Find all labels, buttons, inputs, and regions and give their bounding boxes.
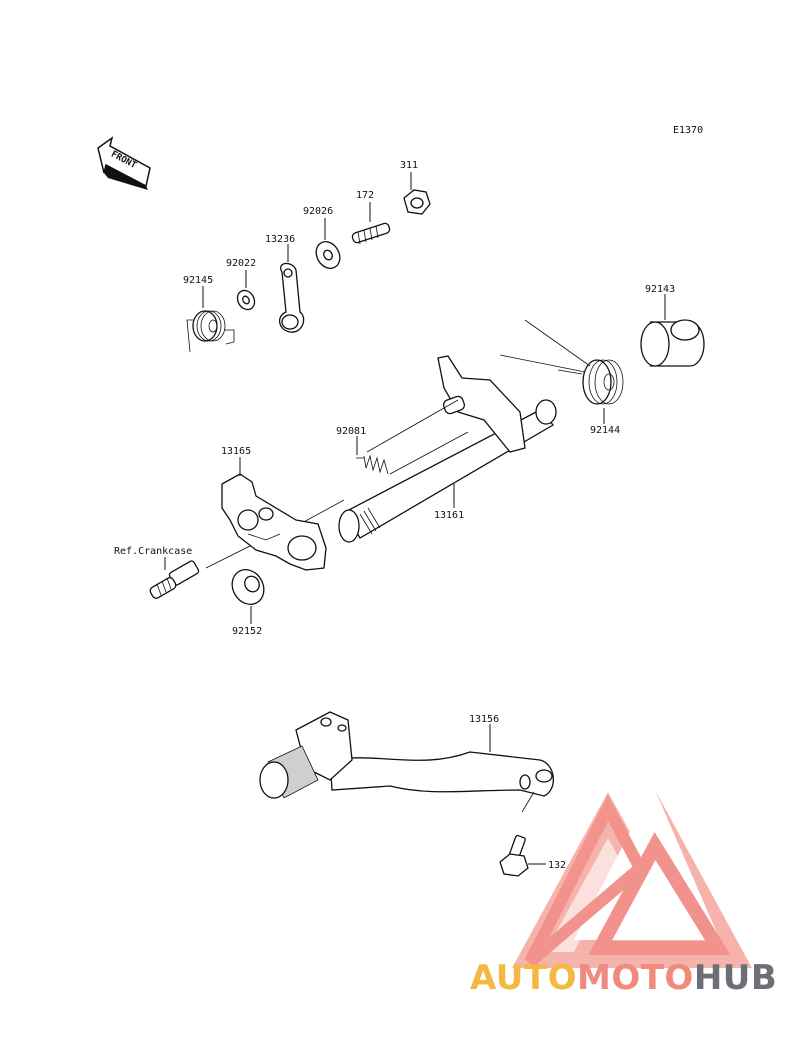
part-132-bolt: 132 [499, 791, 566, 877]
part-92152-washer: 92152 [231, 569, 265, 637]
svg-text:92143: 92143 [645, 284, 675, 295]
svg-text:13236: 13236 [265, 234, 295, 245]
svg-text:92022: 92022 [226, 258, 256, 269]
part-92145-spring: 92145 [183, 275, 235, 353]
svg-text:92145: 92145 [183, 275, 213, 286]
front-arrow-icon: FRONT [97, 136, 151, 190]
part-172-stud: 172 [351, 190, 391, 245]
watermark-brand-text: AUTOMOTOHUB [470, 958, 800, 998]
part-13165-plate: 13165 [221, 446, 327, 571]
part-92143-bushing: 92143 [640, 284, 705, 367]
svg-text:13156: 13156 [469, 714, 499, 725]
part-92144-spring: 92144 [499, 319, 624, 436]
ref-crankcase-bolt: Ref.Crankcase [114, 546, 200, 599]
watermark-logo [512, 790, 752, 968]
part-92022-washer: 92022 [226, 258, 256, 311]
svg-text:92026: 92026 [303, 206, 333, 217]
part-92081-spring: 92081 [336, 426, 389, 475]
part-92026-washer: 92026 [303, 206, 341, 269]
part-13156-shift-pedal: 13156 [259, 711, 554, 799]
svg-text:311: 311 [400, 160, 418, 171]
svg-text:132: 132 [548, 860, 566, 871]
svg-text:13165: 13165 [221, 446, 251, 457]
part-13236-lever: 13236 [265, 234, 305, 333]
brand-part-hub: HUB [693, 958, 778, 998]
svg-text:92081: 92081 [336, 426, 366, 437]
diagram-code: E1370 [673, 125, 703, 136]
part-13161-shift-shaft: 13161 [338, 355, 557, 543]
svg-text:92152: 92152 [232, 626, 262, 637]
part-311-nut: 311 [400, 160, 431, 215]
svg-text:13161: 13161 [434, 510, 464, 521]
brand-part-moto: MOTO [576, 958, 694, 998]
svg-text:172: 172 [356, 190, 374, 201]
ref-crankcase-label: Ref.Crankcase [114, 546, 192, 557]
brand-part-auto: AUTO [470, 958, 577, 998]
svg-text:92144: 92144 [590, 425, 620, 436]
